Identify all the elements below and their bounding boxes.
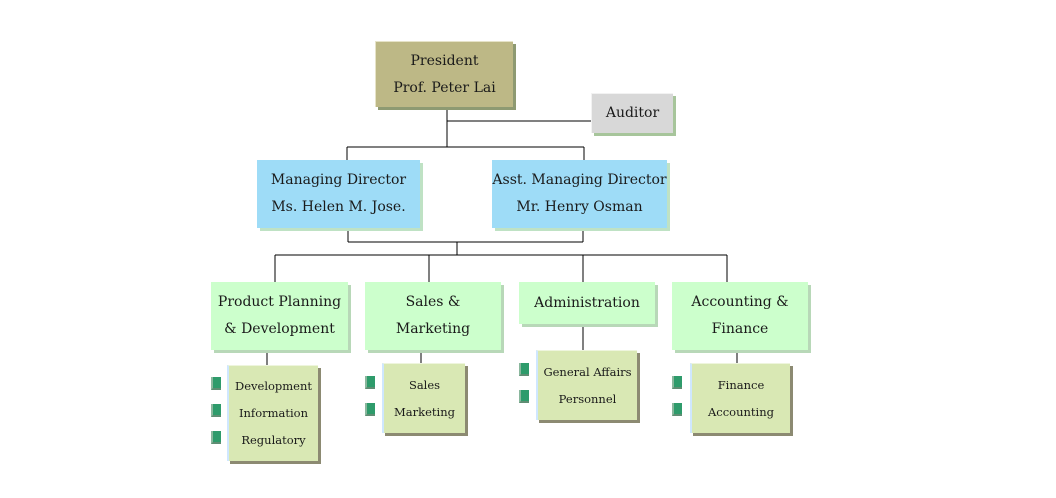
unit-item: Marketing (394, 404, 455, 419)
bullet-icon (519, 363, 529, 376)
bullet-icon (672, 403, 682, 416)
bullet-icon (211, 431, 221, 444)
unit-list-product-planning: Development Information Regulatory (227, 365, 318, 461)
auditor-box: Auditor (591, 93, 673, 133)
president-title: President (410, 52, 479, 69)
department-label-line1: Accounting & (691, 294, 789, 310)
president-name: Prof. Peter Lai (393, 79, 496, 96)
unit-list-accounting-finance: Finance Accounting (690, 363, 790, 433)
unit-item: Personnel (558, 391, 617, 406)
managing-director-box: Managing Director Ms. Helen M. Jose. (257, 160, 420, 228)
department-label-line1: Sales & (405, 294, 461, 310)
department-sales-marketing: Sales & Marketing (365, 282, 501, 350)
department-accounting-finance: Accounting & Finance (672, 282, 808, 350)
unit-item: Development (234, 379, 313, 393)
unit-item: Information (238, 406, 309, 420)
department-label-line2: Finance (711, 321, 769, 337)
bullet-icon (211, 377, 221, 390)
unit-item: Finance (717, 377, 765, 392)
bullet-icon (672, 376, 682, 389)
department-administration: Administration (519, 282, 655, 324)
asst-managing-director-name: Mr. Henry Osman (516, 199, 643, 215)
managing-director-title: Managing Director (270, 172, 407, 188)
department-label-line2: Marketing (395, 321, 471, 337)
unit-item: Regulatory (241, 433, 306, 447)
department-label-line2: & Development (224, 321, 335, 337)
bullet-icon (365, 403, 375, 416)
asst-managing-director-title: Asst. Managing Director (492, 172, 667, 188)
managing-director-name: Ms. Helen M. Jose. (271, 199, 406, 215)
bullet-icon (365, 376, 375, 389)
department-product-planning: Product Planning & Development (211, 282, 348, 350)
unit-item: Sales (408, 377, 441, 392)
unit-item: General Affairs (543, 364, 632, 379)
unit-item: Accounting (708, 404, 774, 419)
unit-list-sales-marketing: Sales Marketing (382, 363, 465, 433)
department-label-line1: Product Planning (217, 294, 342, 310)
department-label-line1: Administration (534, 294, 640, 311)
bullet-icon (519, 390, 529, 403)
auditor-title: Auditor (605, 105, 660, 121)
unit-list-administration: General Affairs Personnel (536, 350, 637, 420)
bullet-icon (211, 404, 221, 417)
president-box: President Prof. Peter Lai (375, 41, 513, 107)
asst-managing-director-box: Asst. Managing Director Mr. Henry Osman (492, 160, 667, 228)
